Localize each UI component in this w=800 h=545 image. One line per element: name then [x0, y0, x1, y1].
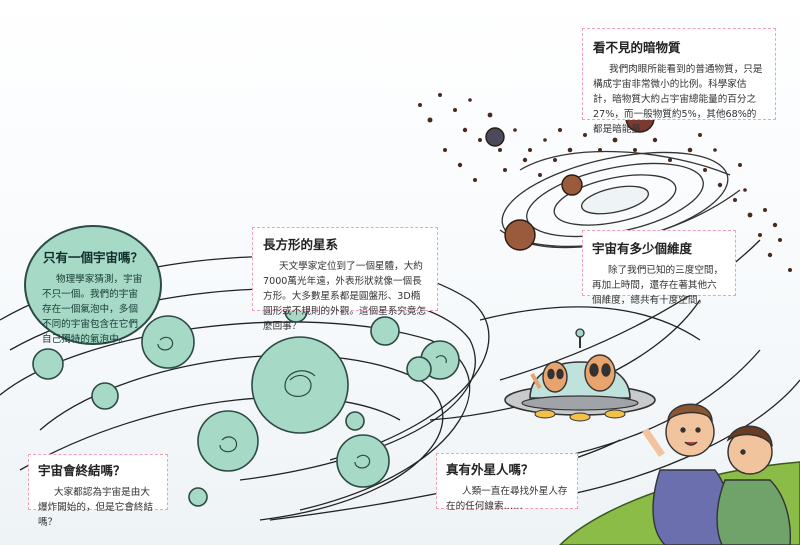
- galaxy-spiral-icon: [157, 336, 447, 469]
- aliens-card: 真有外星人嗎？ 人類一直在尋找外星人存在的任何線索……: [436, 453, 578, 512]
- card-body: 除了我們已知的三度空間，再加上時間，還存在著其他六個維度，總共有十度空間。: [592, 265, 724, 306]
- bubble-title: 只有一個宇宙嗎？: [42, 250, 143, 265]
- dark-matter-card: 看不見的暗物質 我們肉眼所能看到的普通物質，只是構成宇宙非常微小的比例。科學家估…: [582, 28, 776, 135]
- bubble-body: 物理學家猜測，宇宙不只一個。我們的宇宙存在一個氣泡中，多個不同的宇宙包含在它們自…: [42, 274, 143, 345]
- alien-icon: [530, 354, 616, 393]
- card-title: 長方形的星系: [263, 237, 339, 252]
- card-title: 宇宙會終結嗎？: [38, 463, 126, 478]
- card-body: 人類一直在尋找外星人存在的任何線索……: [446, 486, 568, 512]
- card-body: 大家都認為宇宙是由大爆炸開始的，但是它會終結嗎？: [38, 487, 154, 528]
- ufo-icon: [504, 328, 656, 422]
- card-body: 天文學家定位到了一個星體，大約7000萬光年遠，外表形狀就像一個長方形。大多數星…: [263, 261, 427, 332]
- dimensions-card: 宇宙有多少個維度 除了我們已知的三度空間，再加上時間，還存在著其他六個維度，總共…: [582, 230, 736, 306]
- card-title: 看不見的暗物質: [593, 40, 681, 55]
- dark-matter-particles: [418, 93, 792, 272]
- child-pointing-icon: [642, 403, 792, 545]
- universe-end-card: 宇宙會終結嗎？ 大家都認為宇宙是由大爆炸開始的，但是它會終結嗎？: [28, 454, 168, 528]
- card-title: 宇宙有多少個維度: [592, 241, 693, 256]
- only-one-universe-bubble: 只有一個宇宙嗎？ 物理學家猜測，宇宙不只一個。我們的宇宙存在一個氣泡中，多個不同…: [24, 225, 162, 345]
- card-body: 我們肉眼所能看到的普通物質，只是構成宇宙非常微小的比例。科學家估計，暗物質大約占…: [593, 64, 763, 135]
- rectangular-galaxy-card: 長方形的星系 天文學家定位到了一個星體，大約7000萬光年遠，外表形狀就像一個長…: [252, 227, 438, 332]
- card-title: 真有外星人嗎？: [446, 462, 534, 477]
